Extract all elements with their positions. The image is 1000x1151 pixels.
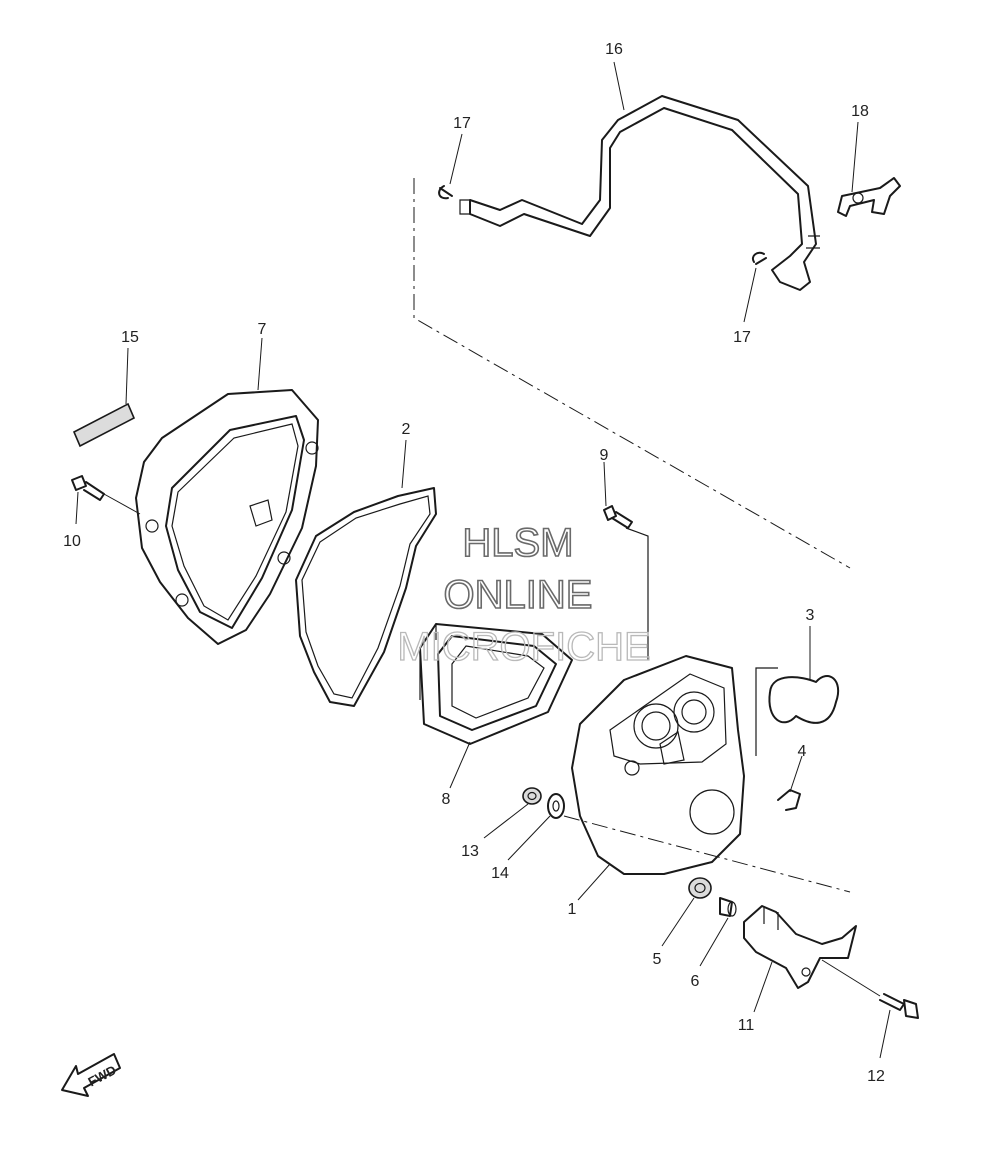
callout-5: 5 (653, 951, 662, 968)
hose-clip-upper (438, 185, 453, 200)
callout-10: 10 (63, 533, 81, 550)
air-filter-cover (135, 389, 319, 645)
air-filter-case (571, 655, 745, 875)
callout-17-lower: 17 (733, 329, 751, 346)
callout-labels: 1 2 3 4 5 6 7 8 9 10 11 12 13 14 15 16 1… (63, 41, 885, 1085)
hose-clip-lower (752, 251, 767, 265)
callout-1: 1 (568, 901, 577, 918)
forward-arrow-icon: FWD (61, 1053, 121, 1097)
watermark-line-2: ONLINE (444, 573, 593, 617)
callout-7: 7 (258, 321, 267, 338)
callout-6: 6 (691, 973, 700, 990)
small-gasket (768, 675, 839, 724)
callout-4: 4 (798, 743, 807, 760)
clip-4 (777, 789, 801, 811)
collar-6 (719, 897, 737, 917)
callout-9: 9 (600, 447, 609, 464)
watermark-line-1: HLSM (462, 521, 573, 565)
screw-9 (603, 505, 633, 529)
callout-3: 3 (806, 607, 815, 624)
callout-2: 2 (402, 421, 411, 438)
pad (72, 402, 136, 448)
gasket (295, 487, 437, 707)
hose-holder (837, 177, 901, 217)
callout-14: 14 (491, 865, 509, 882)
callout-13: 13 (461, 843, 479, 860)
callout-8: 8 (442, 791, 451, 808)
grommet-5 (688, 877, 712, 899)
washer-14 (547, 793, 565, 819)
callout-leaders (75, 61, 891, 1059)
callout-11: 11 (738, 1017, 755, 1034)
collar-13 (522, 787, 542, 805)
bolt-12 (821, 959, 919, 1019)
watermark-line-3: MICROFICHE (397, 625, 650, 669)
callout-15: 15 (121, 329, 139, 346)
callout-17-upper: 17 (453, 115, 471, 132)
callout-18: 18 (851, 103, 869, 120)
callout-16: 16 (605, 41, 623, 58)
bolt-10 (71, 475, 141, 515)
bracket-11 (743, 905, 857, 989)
reference-lines (413, 178, 851, 893)
watermark: HLSM ONLINE MICROFICHE (397, 520, 652, 669)
breather-hose (459, 95, 820, 291)
callout-12: 12 (867, 1068, 885, 1085)
air-filter-element (419, 623, 573, 745)
